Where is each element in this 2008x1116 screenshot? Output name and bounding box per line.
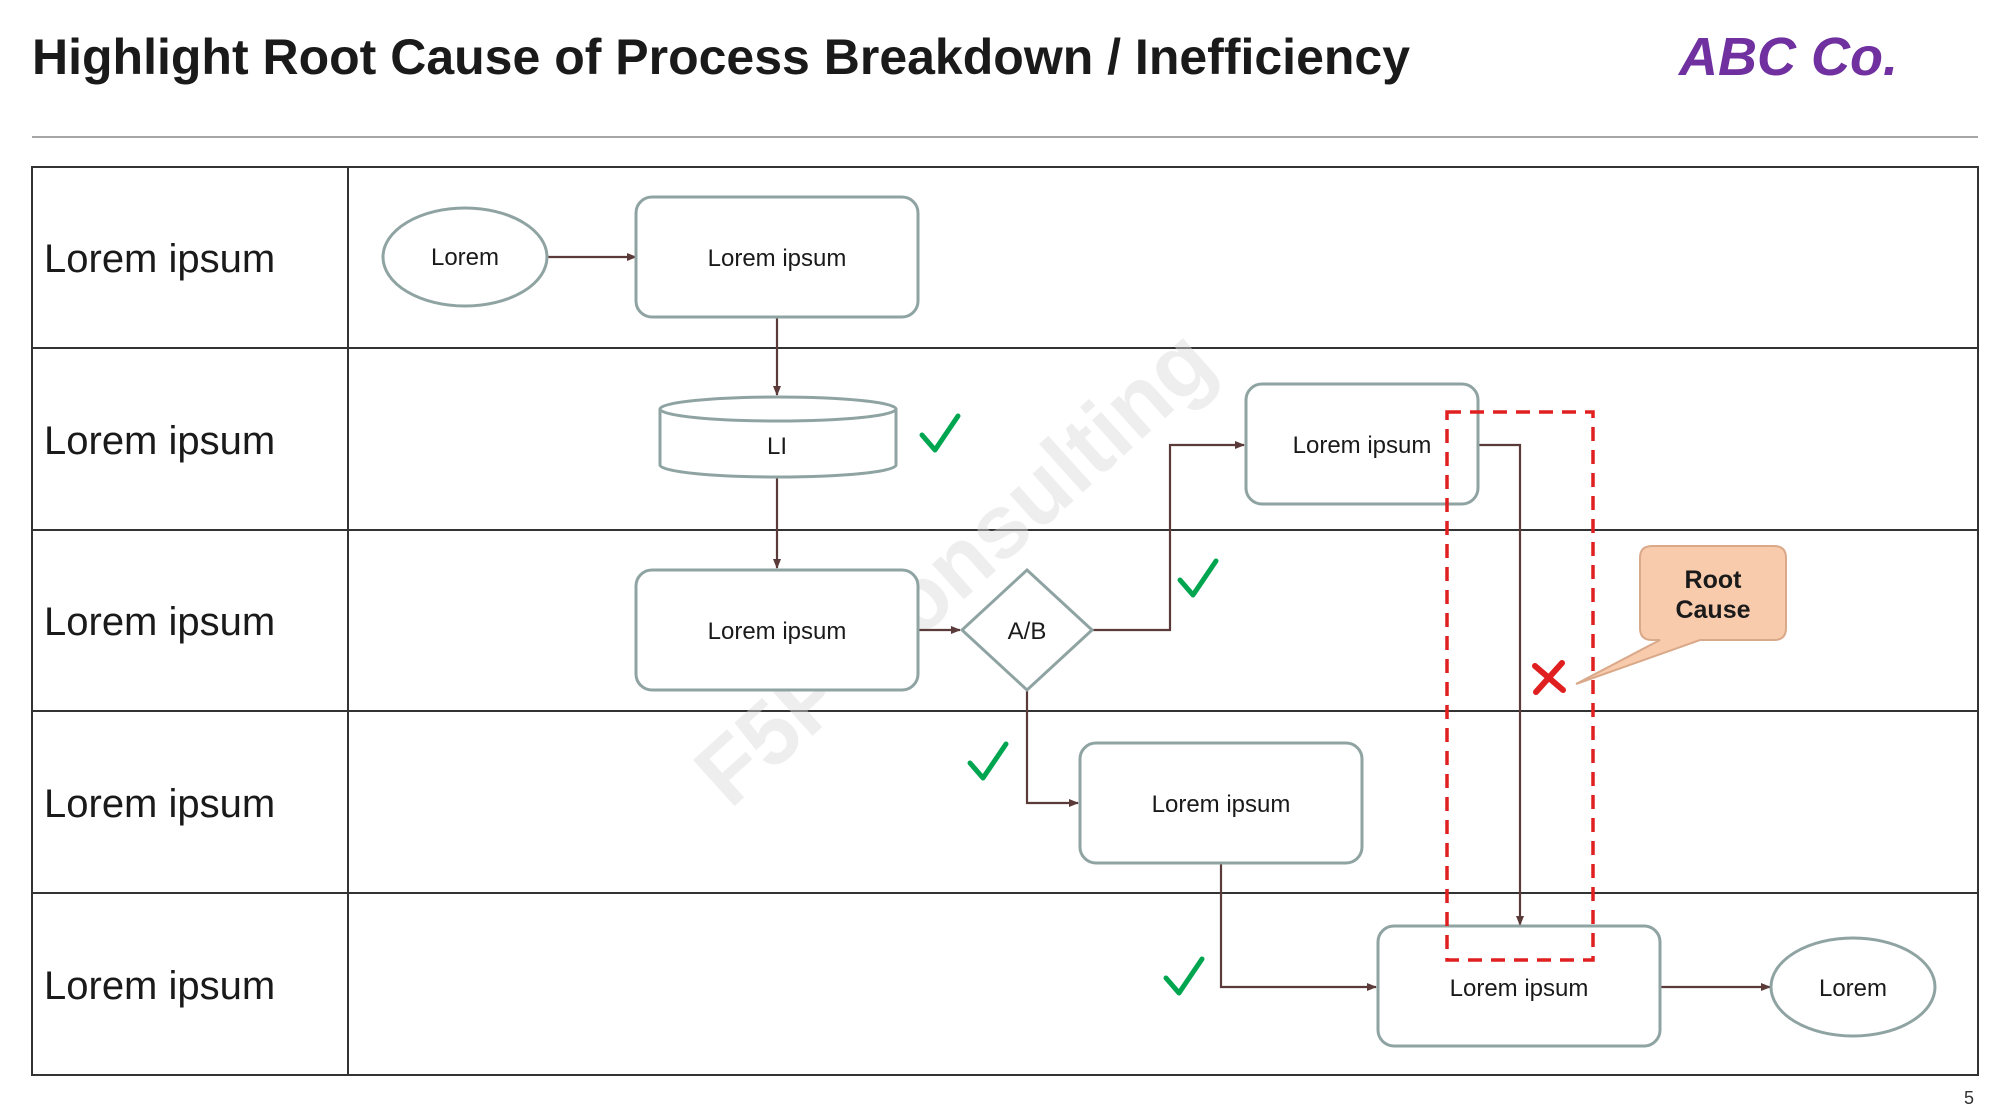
lane-label-3: Lorem ipsum [44, 600, 275, 644]
company-logo: ABC Co. [1679, 27, 1898, 87]
connector-decision-step4 [1025, 690, 1079, 807]
check-icon [919, 413, 961, 453]
callout-line-2: Cause [1675, 596, 1750, 624]
process-node-5: Lorem ipsum [1376, 924, 1662, 1048]
lane-label-1: Lorem ipsum [44, 237, 275, 281]
lane-label-2: Lorem ipsum [44, 419, 275, 463]
root-cause-callout: Root Cause [1575, 545, 1787, 685]
database-node-label: LI [767, 433, 787, 460]
database-node: LI [658, 395, 898, 479]
process-node-1-label: Lorem ipsum [708, 245, 847, 272]
page-title: Highlight Root Cause of Process Breakdow… [32, 29, 1411, 85]
decision-node: A/B [959, 567, 1095, 693]
check-icon [1163, 956, 1205, 996]
check-icon [967, 741, 1009, 781]
lane-label-5: Lorem ipsum [44, 964, 275, 1008]
title-divider [32, 136, 1978, 138]
process-node-2-label: Lorem ipsum [708, 618, 847, 645]
process-node-4-label: Lorem ipsum [1152, 791, 1291, 818]
process-node-3-label: Lorem ipsum [1293, 432, 1432, 459]
process-node-5-label: Lorem ipsum [1450, 975, 1589, 1002]
start-node-label: Lorem [431, 244, 499, 271]
process-node-2: Lorem ipsum [634, 568, 920, 692]
cross-icon [1532, 660, 1566, 695]
decision-node-label: A/B [1008, 618, 1047, 645]
connector-decision-step3 [1092, 441, 1245, 632]
end-node-label: Lorem [1819, 975, 1887, 1002]
process-node-1: Lorem ipsum [634, 195, 920, 319]
connector-step4-step5 [1219, 864, 1377, 991]
page-number: 5 [1963, 1088, 1974, 1108]
check-icon [1177, 558, 1219, 598]
callout-line-1: Root [1685, 566, 1743, 594]
process-node-4: Lorem ipsum [1078, 741, 1364, 865]
connectors [548, 253, 1771, 991]
lane-label-4: Lorem ipsum [44, 782, 275, 826]
root-cause-highlight [1445, 410, 1595, 962]
connector-step3-step5 [1478, 443, 1524, 926]
start-node: Lorem [381, 206, 549, 308]
swimlane-grid [31, 166, 1979, 1076]
process-node-3: Lorem ipsum [1244, 382, 1480, 506]
end-node: Lorem [1769, 936, 1937, 1038]
